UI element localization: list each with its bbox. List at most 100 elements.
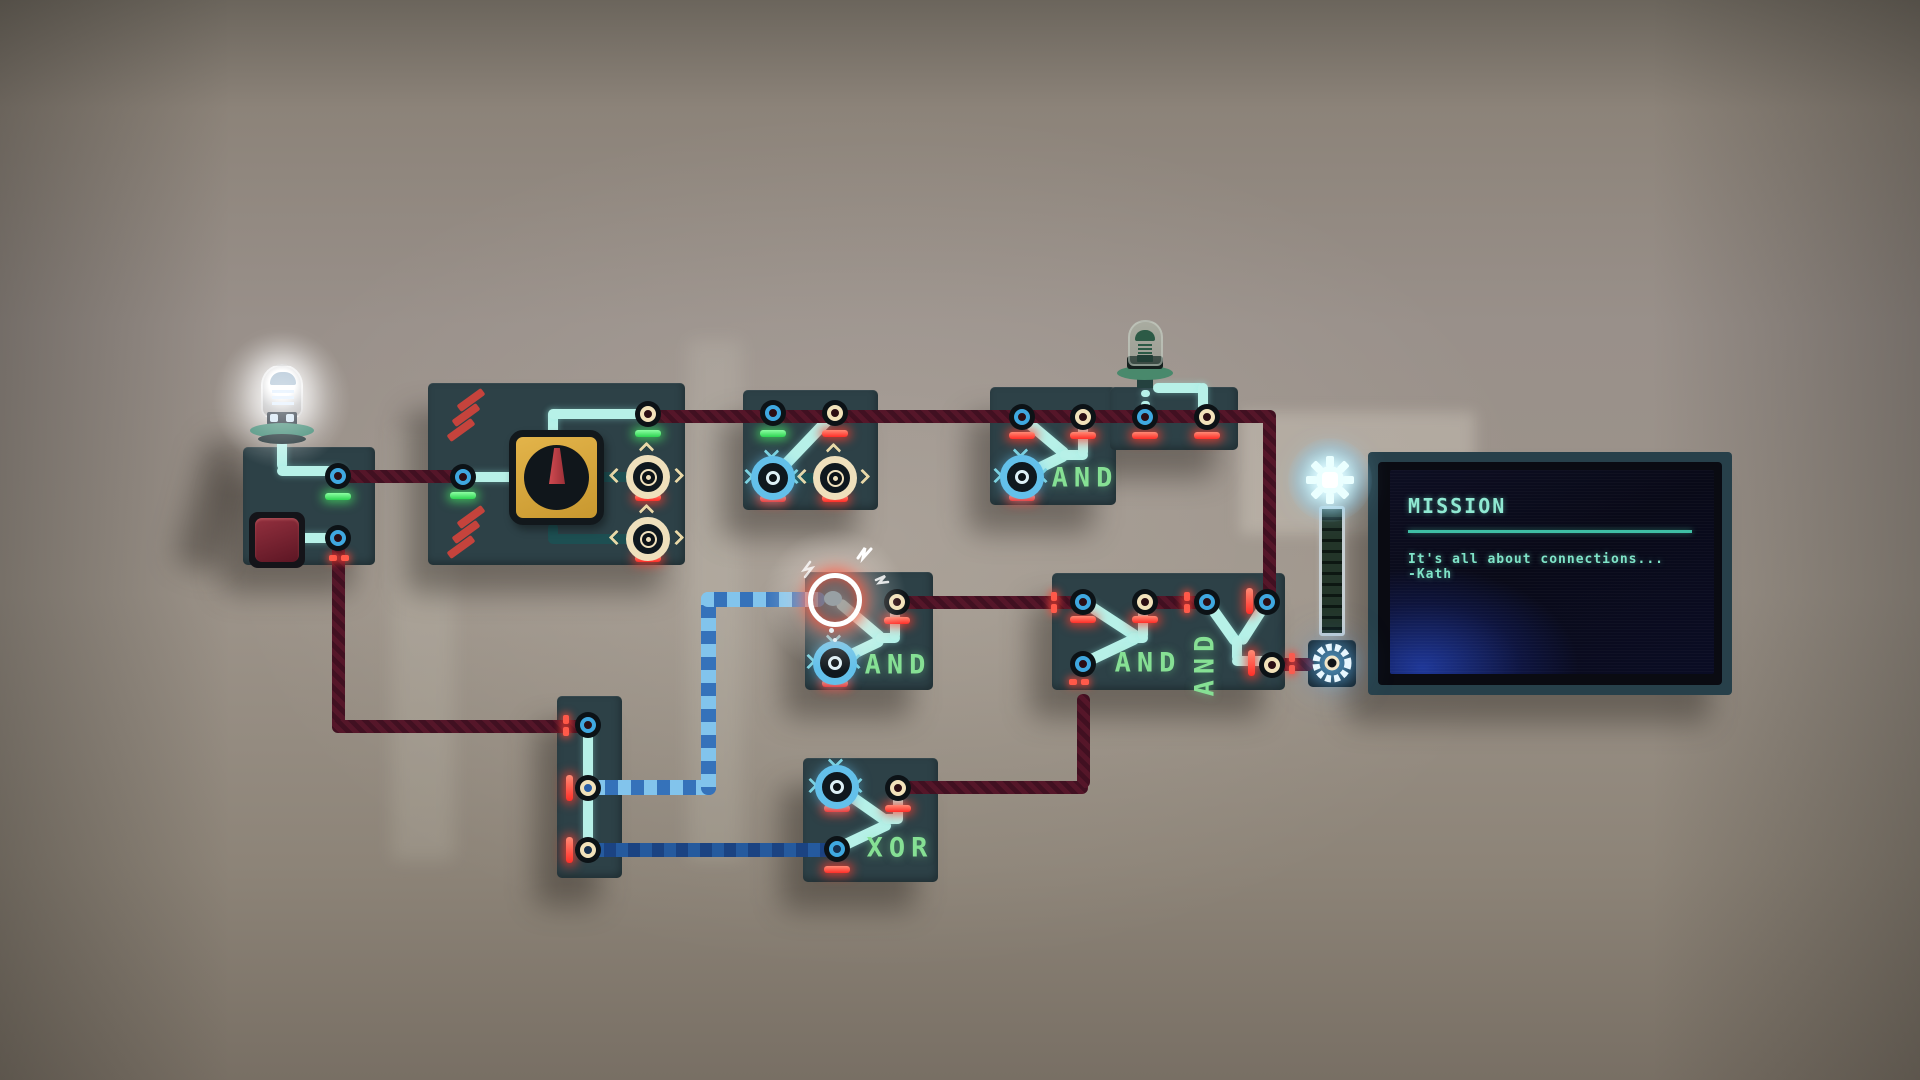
mission-divider — [1408, 530, 1692, 533]
trace-led — [1153, 383, 1205, 393]
trace-and-pair-right — [1232, 636, 1242, 662]
trace-knob-out — [548, 410, 558, 438]
output-socket-icon[interactable] — [1308, 639, 1356, 687]
wire-xor-up — [1077, 694, 1090, 788]
gate-label-and: AND — [864, 649, 932, 681]
indicator-red — [1194, 432, 1220, 439]
wire-dash — [1081, 679, 1089, 685]
lamp-on-icon — [261, 364, 303, 418]
indicator-red — [822, 430, 848, 437]
wire-xor-out — [902, 781, 1088, 794]
wire-dash — [563, 727, 569, 736]
wire-top-bus — [644, 410, 1276, 423]
mission-signature: -Kath — [1408, 567, 1453, 582]
indicator-green — [635, 430, 661, 437]
port[interactable] — [1194, 589, 1220, 615]
port[interactable] — [575, 775, 601, 801]
spark-dot — [833, 638, 837, 642]
mission-screen: MISSION It's all about connections... -K… — [1390, 470, 1714, 674]
gate-label-and: AND — [1051, 462, 1119, 494]
port[interactable] — [325, 525, 351, 551]
wire-dash — [1184, 604, 1190, 613]
gate-label-and: AND — [1114, 647, 1182, 679]
port[interactable] — [450, 464, 476, 490]
segment-meter — [1319, 506, 1345, 636]
rotary-knob[interactable] — [509, 430, 604, 525]
port[interactable] — [575, 837, 601, 863]
connection-node-selected[interactable] — [813, 641, 857, 685]
indicator-green — [450, 492, 476, 499]
connection-node-selected[interactable] — [1000, 455, 1044, 499]
power-gear-icon[interactable] — [1306, 456, 1354, 504]
spark-dot — [829, 628, 834, 633]
mission-title: MISSION — [1408, 494, 1507, 518]
port[interactable] — [1259, 652, 1285, 678]
indicator-red — [824, 866, 850, 873]
connection-node[interactable] — [626, 517, 670, 561]
port[interactable] — [1070, 404, 1096, 430]
push-button[interactable] — [249, 512, 305, 568]
wire-dash — [1069, 679, 1077, 685]
indicator-red — [1132, 432, 1158, 439]
port[interactable] — [824, 836, 850, 862]
port[interactable] — [822, 400, 848, 426]
port[interactable] — [885, 775, 911, 801]
port[interactable] — [325, 463, 351, 489]
lamp-neck — [258, 434, 306, 444]
port[interactable] — [1070, 589, 1096, 615]
wire-button-down — [332, 540, 345, 732]
port[interactable] — [760, 400, 786, 426]
led-flange — [1117, 366, 1173, 380]
trace-connector-dim — [773, 473, 837, 483]
cable-blue-bright[interactable] — [592, 780, 716, 795]
wire-button-to-junction — [332, 720, 594, 733]
port[interactable] — [1009, 404, 1035, 430]
knob-lever-icon — [549, 448, 565, 484]
wire-lamp-to-knob — [336, 470, 466, 483]
trace-xor — [882, 814, 902, 824]
wire-dash — [1051, 592, 1057, 601]
wire-midand-to-pair — [902, 596, 1088, 609]
port[interactable] — [1070, 651, 1096, 677]
wire-dash — [1184, 592, 1190, 601]
mission-console: MISSION It's all about connections... -K… — [1368, 452, 1732, 695]
cable-blue-bright[interactable] — [701, 592, 716, 795]
port[interactable] — [1132, 589, 1158, 615]
indicator-red — [885, 805, 911, 812]
wire-to-socket — [1278, 658, 1314, 671]
port[interactable] — [575, 712, 601, 738]
wire-dash — [1289, 665, 1295, 674]
port[interactable] — [1132, 404, 1158, 430]
indicator-red — [566, 837, 573, 863]
indicator-red — [566, 775, 573, 801]
trace-led-dash — [1141, 390, 1150, 397]
wire-top-bus-drop — [1263, 414, 1276, 604]
mission-message: It's all about connections... — [1408, 552, 1664, 567]
connection-node[interactable] — [813, 456, 857, 500]
trace-button — [300, 533, 342, 543]
connection-node[interactable] — [626, 455, 670, 499]
wire-dash — [563, 715, 569, 724]
trace-and-top — [1060, 450, 1088, 460]
port[interactable] — [1194, 404, 1220, 430]
port[interactable] — [635, 401, 661, 427]
connection-node-selected[interactable] — [815, 765, 859, 809]
trace-knob-bottom-dim — [548, 523, 558, 541]
connection-node-selected[interactable] — [751, 456, 795, 500]
indicator-red — [1009, 432, 1035, 439]
cable-blue-dark[interactable] — [592, 843, 838, 857]
green-led-icon — [1128, 320, 1163, 366]
indicator-red — [1248, 650, 1255, 676]
spark-bolts-icon — [800, 547, 890, 585]
trace-led — [1198, 383, 1208, 415]
wire-dash — [329, 555, 337, 561]
trace-knob-out — [548, 409, 650, 419]
indicator-red — [1132, 616, 1158, 623]
indicator-red — [1246, 588, 1253, 614]
port[interactable] — [1254, 589, 1280, 615]
wire-dash — [1289, 653, 1295, 662]
trace-knob-bottom-dim — [548, 534, 650, 544]
indicator-red — [1070, 432, 1096, 439]
push-button-cap — [255, 518, 299, 562]
